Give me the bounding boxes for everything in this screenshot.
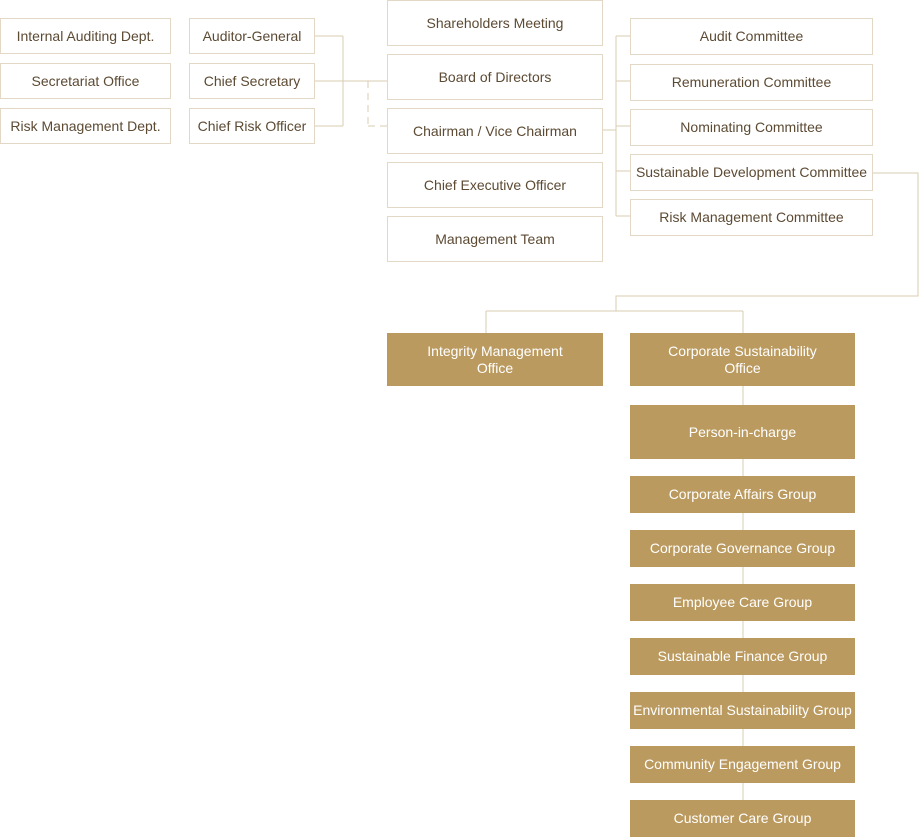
corporate-affairs-group-box: Corporate Affairs Group xyxy=(630,476,855,513)
board-of-directors-box: Board of Directors xyxy=(387,54,603,100)
risk-management-committee-box: Risk Management Committee xyxy=(630,199,873,236)
sustainable-development-committee-box: Sustainable Development Committee xyxy=(630,154,873,191)
corporate-sustainability-office-box: Corporate Sustainability Office xyxy=(630,333,855,386)
chief-executive-officer-box: Chief Executive Officer xyxy=(387,162,603,208)
community-engagement-group-box: Community Engagement Group xyxy=(630,746,855,783)
integrity-management-office-box: Integrity Management Office xyxy=(387,333,603,386)
person-in-charge-box: Person-in-charge xyxy=(630,405,855,459)
management-team-box: Management Team xyxy=(387,216,603,262)
chairman-vice-chairman-box: Chairman / Vice Chairman xyxy=(387,108,603,154)
risk-management-dept-box: Risk Management Dept. xyxy=(0,108,171,144)
shareholders-meeting-box: Shareholders Meeting xyxy=(387,0,603,46)
chief-secretary-box: Chief Secretary xyxy=(189,63,315,99)
remuneration-committee-box: Remuneration Committee xyxy=(630,64,873,101)
audit-committee-box: Audit Committee xyxy=(630,18,873,55)
auditor-general-box: Auditor-General xyxy=(189,18,315,54)
internal-auditing-dept-box: Internal Auditing Dept. xyxy=(0,18,171,54)
environmental-sustainability-group-box: Environmental Sustainability Group xyxy=(630,692,855,729)
corporate-governance-group-box: Corporate Governance Group xyxy=(630,530,855,567)
chief-risk-officer-box: Chief Risk Officer xyxy=(189,108,315,144)
employee-care-group-box: Employee Care Group xyxy=(630,584,855,621)
customer-care-group-box: Customer Care Group xyxy=(630,800,855,837)
sustainable-finance-group-box: Sustainable Finance Group xyxy=(630,638,855,675)
nominating-committee-box: Nominating Committee xyxy=(630,109,873,146)
secretariat-office-box: Secretariat Office xyxy=(0,63,171,99)
